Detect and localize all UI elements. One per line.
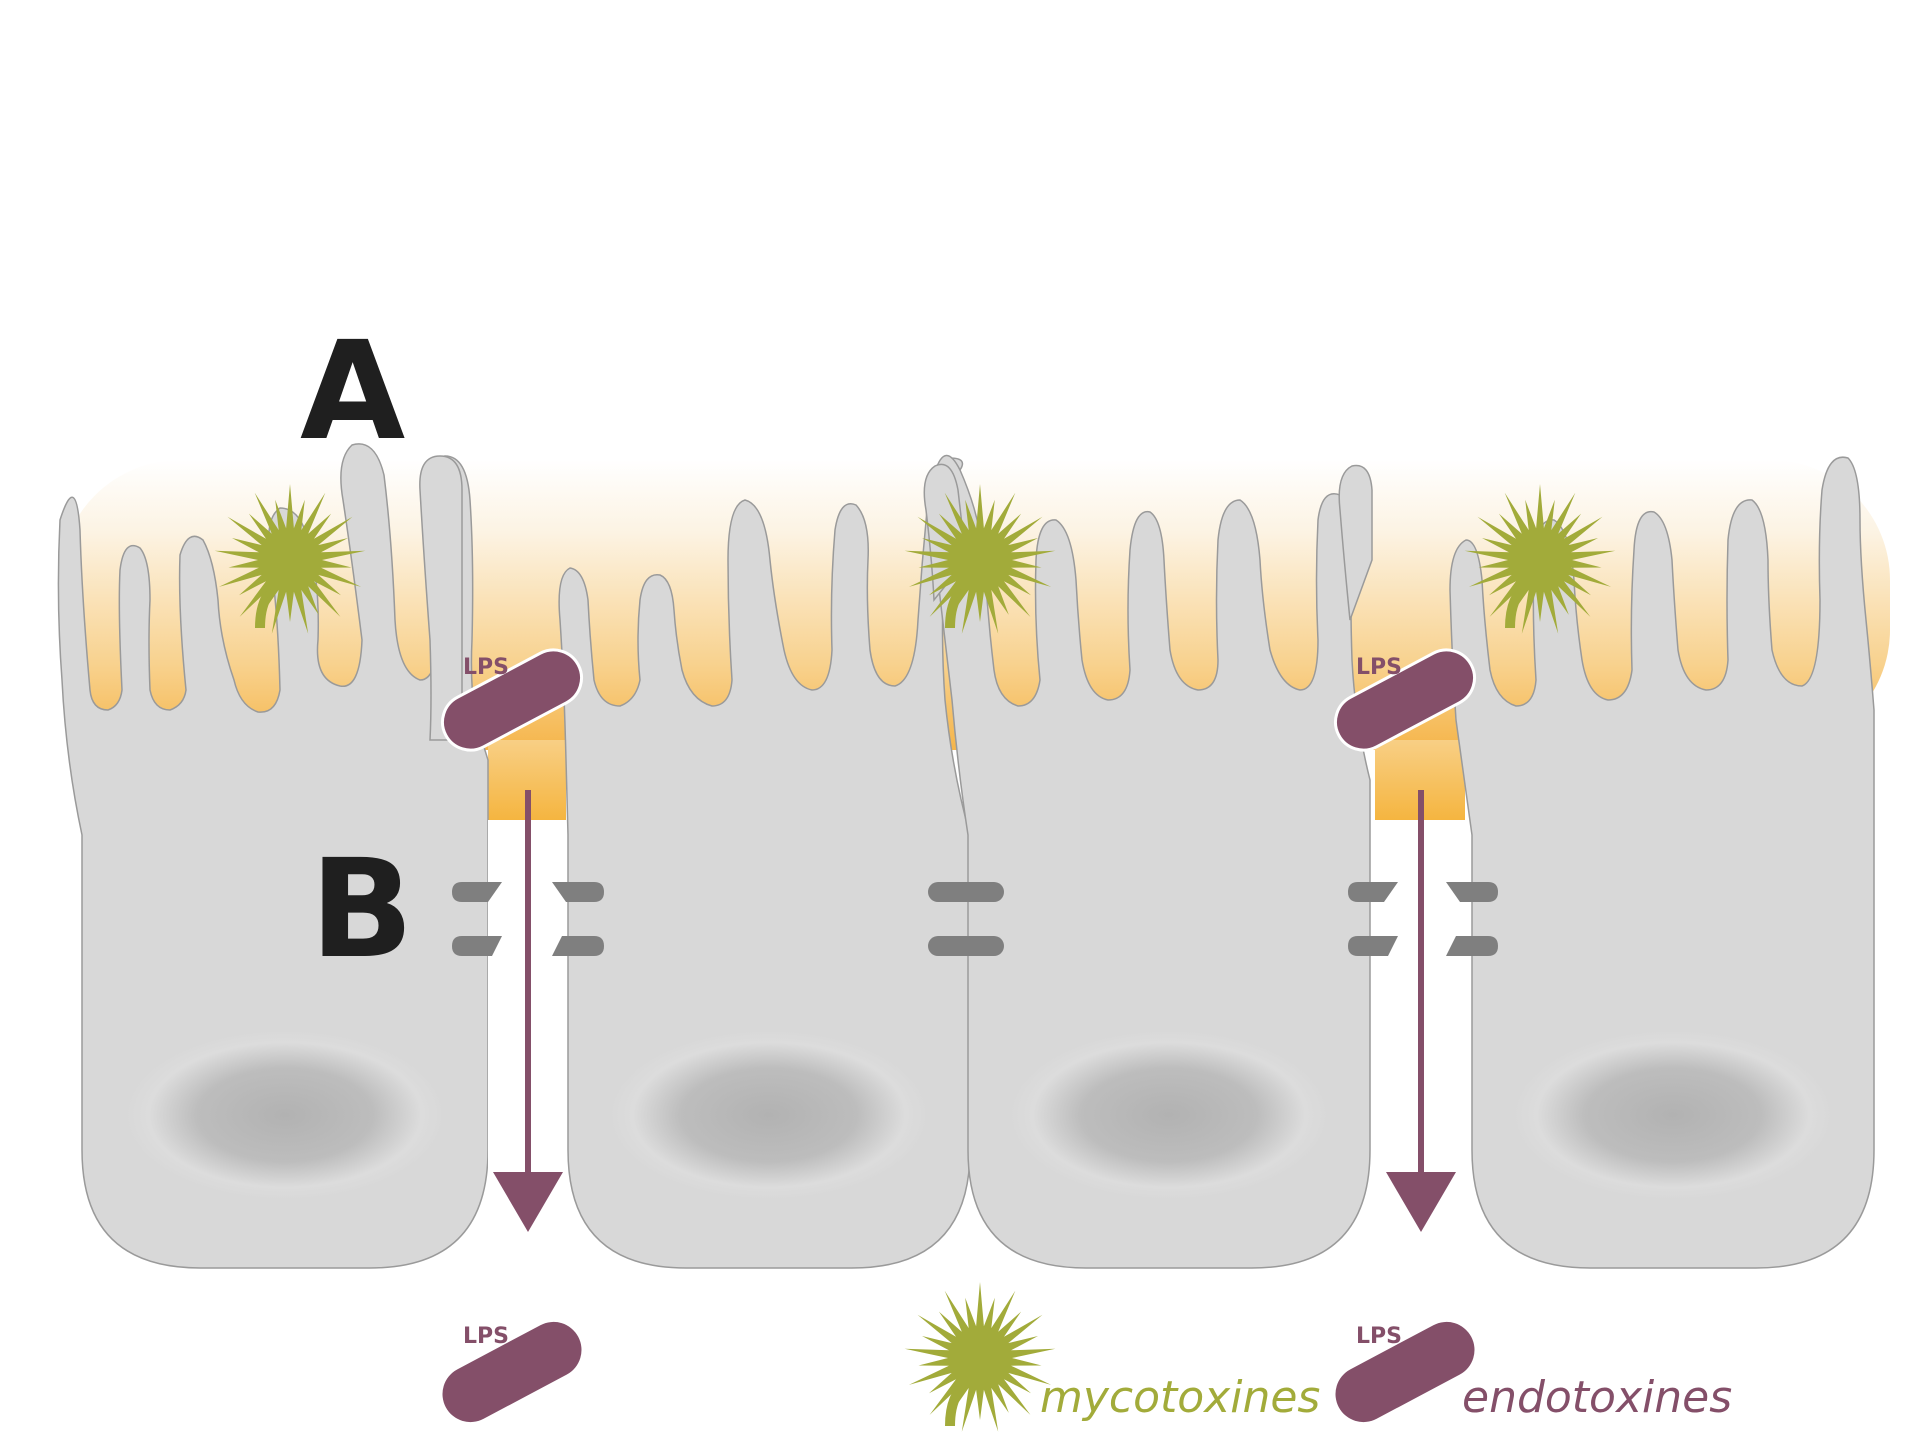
nucleus — [125, 1030, 445, 1200]
nucleus — [1513, 1030, 1833, 1200]
bacterium-lps-icon — [1335, 1321, 1475, 1423]
tight-junction-icon — [552, 882, 604, 902]
spiky-spore-icon — [1464, 484, 1616, 634]
down-arrow-icon — [493, 1172, 563, 1232]
down-arrow-icon — [1386, 1172, 1456, 1232]
mycotoxin-spore-2 — [904, 484, 1056, 634]
spiky-spore-icon — [904, 1282, 1056, 1432]
mycotoxin-spore-3 — [1464, 484, 1616, 634]
microvillus — [1338, 464, 1373, 621]
tight-junction-icon — [452, 882, 502, 902]
tight-junction-icon — [552, 936, 604, 956]
mycotoxin-spore-1 — [214, 484, 366, 634]
nucleus — [1009, 1030, 1329, 1200]
endotoxins: LPS LPS LPS — [441, 648, 1476, 1423]
spiky-spore-icon — [904, 1282, 1056, 1432]
nuclei — [125, 1030, 1833, 1200]
legend-label-mycotoxins: mycotoxines — [1040, 1372, 1320, 1423]
translocation-arrows — [493, 790, 1456, 1232]
label-region-a: A — [300, 313, 405, 471]
legend-item-mycotoxins: mycotoxines — [904, 1282, 1320, 1432]
tight-junctions — [452, 882, 1498, 956]
tight-junction-icon — [1446, 882, 1498, 902]
legend: mycotoxines LPS endotoxines — [904, 1282, 1732, 1432]
lps-label: LPS — [463, 655, 509, 680]
bacterium-lps-icon — [1334, 648, 1476, 752]
tight-junction-icon — [1348, 936, 1398, 956]
lps-label: LPS — [463, 1324, 509, 1349]
spiky-spore-icon — [904, 484, 1056, 634]
bacterium-lps-icon — [442, 1321, 582, 1423]
legend-label-endotoxins: endotoxines — [1462, 1372, 1732, 1423]
legend-mycotoxin-spore — [904, 1282, 1056, 1432]
tight-junction-icon — [928, 936, 1004, 956]
legend-item-endotoxins: LPS endotoxines — [1335, 1321, 1732, 1423]
label-region-b: B — [310, 831, 414, 989]
endotoxin-lps-bacterium-1 — [441, 648, 583, 752]
microvillus — [419, 455, 463, 741]
lps-label: LPS — [1356, 655, 1402, 680]
tight-junction-icon — [1348, 882, 1398, 902]
endotoxin-lps-bacterium-translocated — [442, 1321, 582, 1423]
lps-label: LPS — [1356, 1324, 1402, 1349]
bacterium-lps-icon — [441, 648, 583, 752]
tight-junction-icon — [1446, 936, 1498, 956]
mycotoxin-spores — [214, 484, 1616, 634]
tight-junction-icon — [928, 882, 1004, 902]
endotoxin-lps-bacterium-2 — [1334, 648, 1476, 752]
tight-junction-icon — [452, 936, 502, 956]
nucleus — [609, 1030, 929, 1200]
spiky-spore-icon — [214, 484, 366, 634]
